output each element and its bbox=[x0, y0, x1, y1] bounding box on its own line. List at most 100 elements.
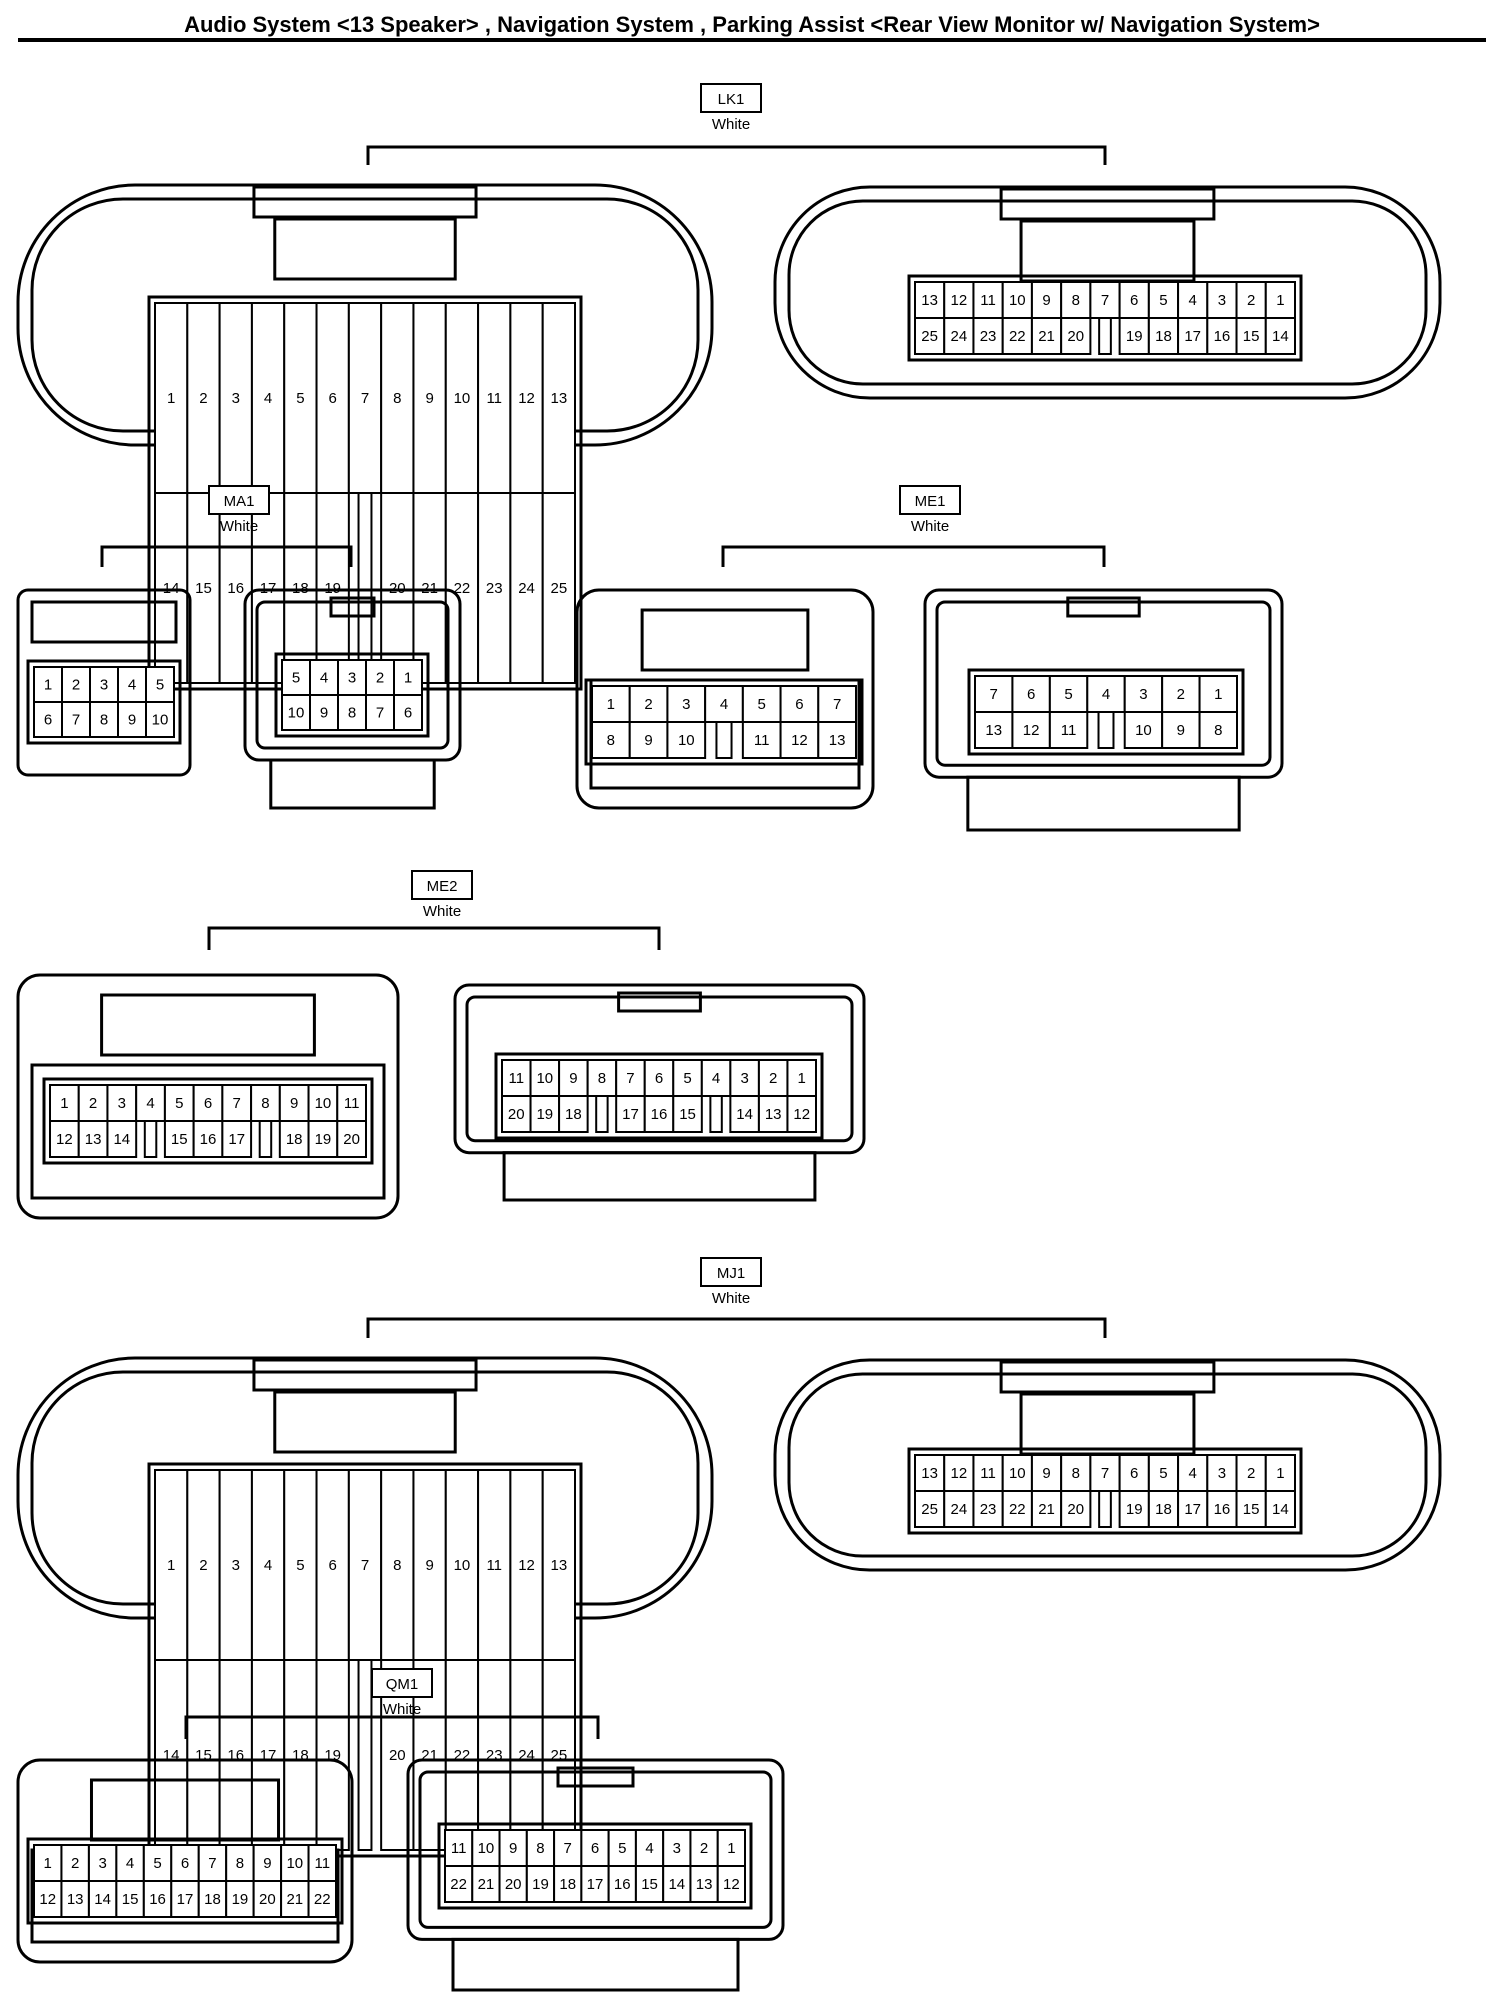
pin-number: 5 bbox=[296, 390, 304, 407]
pin-number: 20 bbox=[259, 1891, 276, 1908]
pin-number: 3 bbox=[1218, 292, 1226, 309]
pin-cavity bbox=[1118, 1490, 1150, 1528]
pin-number: 13 bbox=[696, 1876, 713, 1893]
pin-cavity bbox=[553, 1865, 583, 1903]
pin-number: 17 bbox=[622, 1106, 639, 1123]
pin-number: 23 bbox=[980, 1501, 997, 1518]
pin-number: 7 bbox=[361, 390, 369, 407]
key-slot bbox=[1098, 1490, 1112, 1528]
pin-number: 8 bbox=[393, 1557, 401, 1574]
pin-number: 24 bbox=[951, 328, 968, 345]
pin-cavity bbox=[914, 1454, 946, 1492]
pin-cavity bbox=[672, 1095, 703, 1133]
pin-cavity bbox=[729, 1095, 760, 1133]
pin-number: 1 bbox=[727, 1840, 735, 1857]
pin-number: 8 bbox=[348, 705, 356, 722]
bracket-line bbox=[207, 926, 661, 950]
housing-outline bbox=[16, 1758, 354, 1964]
pin-number: 1 bbox=[60, 1095, 68, 1112]
pin-number: 9 bbox=[1177, 722, 1185, 739]
pin-cavity bbox=[580, 1865, 610, 1903]
connector-color: White bbox=[383, 1701, 421, 1718]
pin-cavity bbox=[558, 1095, 589, 1133]
pin-number: 6 bbox=[44, 712, 52, 729]
latch-tab bbox=[451, 1937, 740, 1992]
pin-number: 20 bbox=[1067, 328, 1084, 345]
pin-cavity bbox=[315, 1469, 350, 1661]
housing-inner-outline bbox=[787, 1372, 1428, 1558]
pin-number: 18 bbox=[1155, 1501, 1172, 1518]
pin-number: 19 bbox=[536, 1106, 553, 1123]
pin-number: 12 bbox=[791, 732, 808, 749]
pin-number: 19 bbox=[1126, 1501, 1143, 1518]
pin-number: 1 bbox=[167, 390, 175, 407]
pin-number: 14 bbox=[736, 1106, 753, 1123]
pin-cavity bbox=[154, 1469, 189, 1661]
pin-cavity bbox=[729, 1059, 760, 1097]
lock-frame bbox=[1019, 1392, 1196, 1456]
pin-number: 8 bbox=[236, 1855, 244, 1872]
pin-cavity bbox=[170, 1880, 200, 1918]
pin-number: 12 bbox=[1023, 722, 1040, 739]
pin-number: 4 bbox=[126, 1855, 134, 1872]
pin-cavity bbox=[380, 492, 415, 684]
pin-number: 1 bbox=[404, 670, 412, 687]
connector-color: White bbox=[911, 518, 949, 535]
pin-number: 11 bbox=[754, 732, 770, 749]
pin-number: 5 bbox=[175, 1095, 183, 1112]
pin-number: 12 bbox=[951, 1465, 968, 1482]
pin-number: 25 bbox=[551, 580, 568, 597]
key-slot bbox=[556, 1766, 635, 1788]
pin-cavity bbox=[218, 492, 253, 684]
pin-number: 7 bbox=[72, 712, 80, 729]
pin-cavity bbox=[365, 694, 395, 731]
pin-number: 1 bbox=[1276, 1465, 1284, 1482]
pin-cavity bbox=[1235, 1490, 1267, 1528]
connector-color: White bbox=[712, 116, 750, 133]
pin-number: 8 bbox=[607, 732, 615, 749]
page-title: Audio System <13 Speaker> , Navigation S… bbox=[184, 12, 1320, 37]
pin-cavity bbox=[163, 1120, 195, 1158]
pin-number: 3 bbox=[232, 390, 240, 407]
housing-inner-outline bbox=[935, 600, 1272, 767]
pin-cavity bbox=[186, 492, 221, 684]
pin-number: 3 bbox=[100, 677, 108, 694]
pin-number: 5 bbox=[153, 1855, 161, 1872]
connector-code-box bbox=[700, 1257, 762, 1287]
pin-number: 22 bbox=[454, 580, 471, 597]
pin-cavity bbox=[186, 1659, 221, 1851]
pin-number: 9 bbox=[1042, 1465, 1050, 1482]
pin-number: 20 bbox=[505, 1876, 522, 1893]
pin-cavity bbox=[1118, 281, 1150, 319]
pin-number: 3 bbox=[232, 1557, 240, 1574]
latch-tab bbox=[269, 758, 436, 810]
pin-number: 7 bbox=[361, 1557, 369, 1574]
latch-tab bbox=[966, 775, 1241, 832]
key-slot bbox=[709, 1095, 723, 1133]
pin-cavity bbox=[541, 492, 577, 684]
bracket-line bbox=[366, 145, 1107, 165]
pin-number: 21 bbox=[286, 1891, 303, 1908]
housing-inner-outline bbox=[30, 1063, 386, 1200]
key-slot bbox=[1066, 596, 1141, 618]
pin-number: 6 bbox=[655, 1070, 663, 1087]
pin-number: 11 bbox=[451, 1840, 467, 1857]
pin-number: 10 bbox=[1009, 1465, 1026, 1482]
pin-number: 3 bbox=[98, 1855, 106, 1872]
housing-outline bbox=[575, 588, 875, 810]
pin-number: 7 bbox=[233, 1095, 241, 1112]
pin-cavity bbox=[1264, 317, 1297, 355]
pin-number: 18 bbox=[559, 1876, 576, 1893]
pin-number: 9 bbox=[263, 1855, 271, 1872]
key-slot bbox=[617, 991, 702, 1013]
pin-cavity bbox=[541, 1469, 577, 1661]
pin-number: 1 bbox=[44, 1855, 52, 1872]
key-slot bbox=[329, 596, 376, 618]
pin-number: 22 bbox=[1009, 1501, 1026, 1518]
pin-cavity bbox=[477, 1659, 512, 1851]
